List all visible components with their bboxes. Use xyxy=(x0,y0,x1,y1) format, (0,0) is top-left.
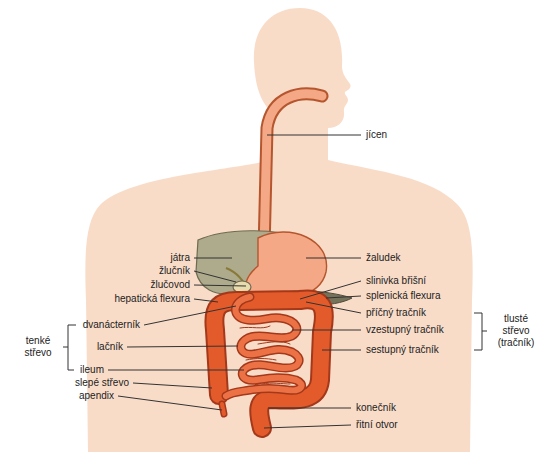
leader-lines xyxy=(108,135,361,428)
part-label: játra xyxy=(171,252,190,264)
group-label: tenké střevo xyxy=(18,335,58,359)
part-label: slepé střevo xyxy=(75,377,129,389)
part-label: ileum xyxy=(80,364,104,376)
part-label: slinivka břišní xyxy=(366,275,426,287)
part-label: žaludek xyxy=(366,252,400,264)
esophagus-outline xyxy=(264,94,322,250)
part-label: lačník xyxy=(97,341,123,353)
body-silhouette xyxy=(85,8,472,452)
part-label: konečník xyxy=(356,402,396,414)
part-label: příčný tračník xyxy=(366,307,426,319)
part-label: apendix xyxy=(79,390,114,402)
part-label: splenická flexura xyxy=(366,290,440,302)
part-label: žlučovod xyxy=(151,279,190,291)
part-label: jícen xyxy=(366,129,387,141)
part-label: hepatická flexura xyxy=(114,293,190,305)
group-label: tlusté střevo (tračník) xyxy=(491,313,541,349)
esophagus xyxy=(264,94,322,250)
group-brackets xyxy=(63,313,487,370)
part-label: sestupný tračník xyxy=(366,344,439,356)
part-label: dvanácterník xyxy=(83,319,140,331)
stomach xyxy=(245,232,326,299)
part-label: vzestupný tračník xyxy=(366,324,444,336)
part-label: žlučník xyxy=(159,265,190,277)
part-label: řitní otvor xyxy=(356,419,398,431)
